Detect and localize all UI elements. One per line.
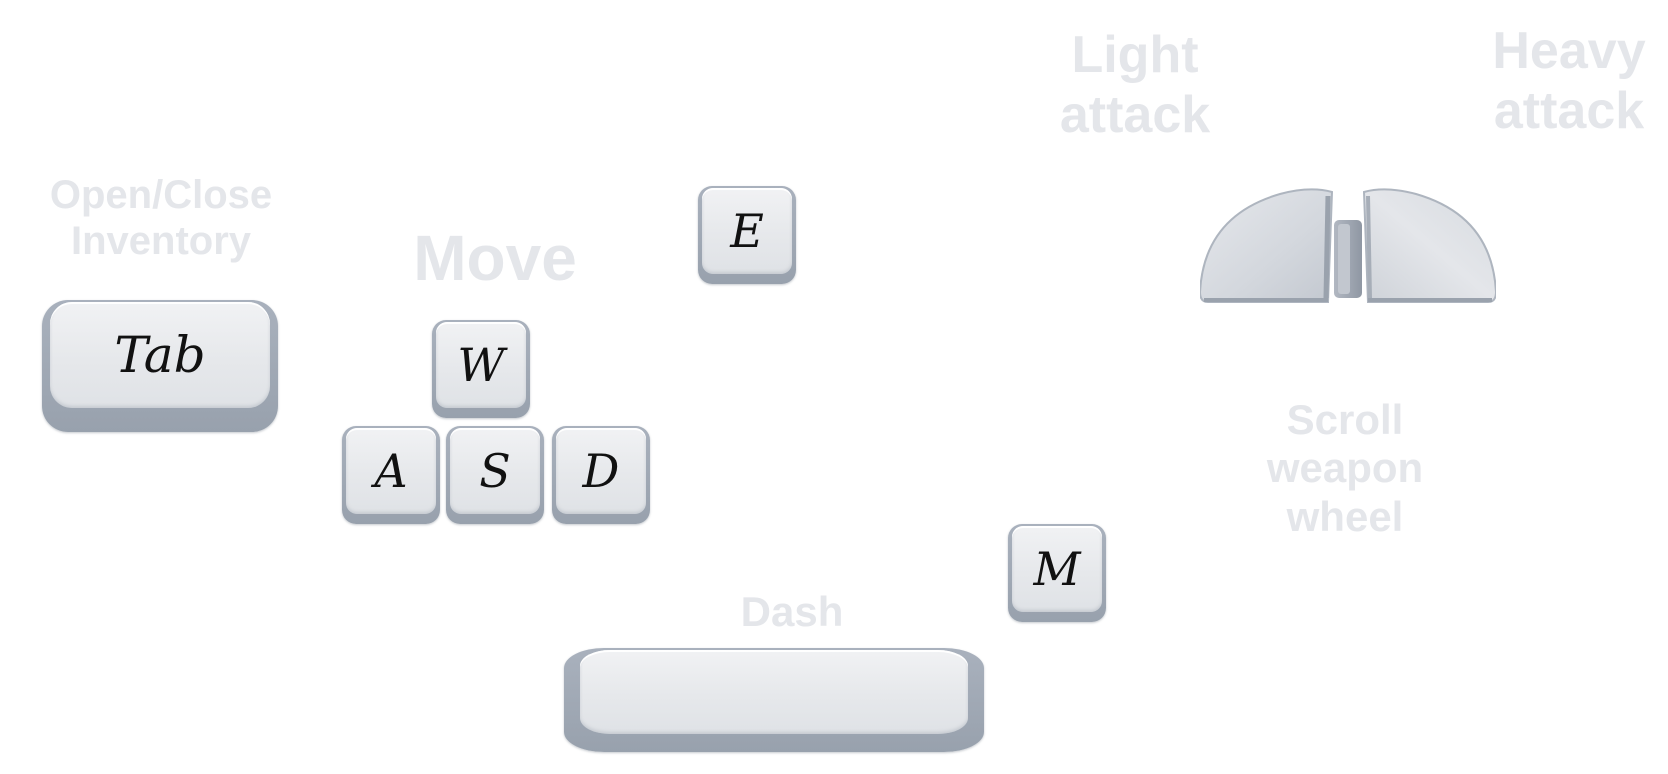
scroll-wheel[interactable]	[1334, 220, 1362, 298]
a-keycap: A	[346, 428, 436, 514]
w-keycap: W	[436, 322, 526, 408]
heavy-attack-label: Heavy attack	[1492, 22, 1646, 140]
d-key-label: D	[582, 444, 620, 498]
mouse-icon	[1200, 188, 1496, 303]
d-key[interactable]: D	[552, 426, 650, 524]
d-keycap: D	[556, 428, 646, 514]
m-key[interactable]: M	[1008, 524, 1106, 622]
tab-key[interactable]: Tab	[42, 300, 278, 432]
space-key[interactable]	[564, 648, 984, 752]
e-key[interactable]: E	[698, 186, 796, 284]
s-keycap: S	[450, 428, 540, 514]
right-mouse-button[interactable]	[1362, 188, 1496, 303]
scroll-weapon-wheel-label: Scroll weapon wheel	[1266, 396, 1424, 540]
a-key[interactable]: A	[342, 426, 440, 524]
m-keycap: M	[1012, 526, 1102, 612]
tab-key-label: Tab	[114, 326, 206, 384]
w-key-label: W	[457, 338, 505, 392]
s-key[interactable]: S	[446, 426, 544, 524]
light-attack-label: Light attack	[1059, 26, 1211, 144]
left-mouse-button[interactable]	[1200, 188, 1334, 303]
tab-keycap: Tab	[50, 302, 270, 408]
inventory-label: Open/Close Inventory	[49, 173, 273, 263]
e-key-label: E	[730, 204, 764, 258]
m-key-label: M	[1033, 542, 1081, 596]
move-label: Move	[413, 222, 577, 294]
s-key-label: S	[479, 444, 511, 498]
w-key[interactable]: W	[432, 320, 530, 418]
e-keycap: E	[702, 188, 792, 274]
a-key-label: A	[374, 444, 408, 498]
space-keycap	[580, 650, 968, 734]
dash-label: Dash	[740, 588, 844, 635]
